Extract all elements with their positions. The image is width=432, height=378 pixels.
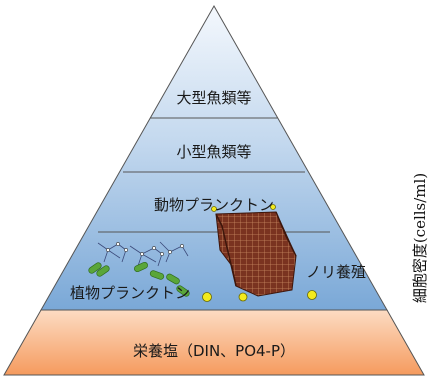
nori-farming-illustration: [202, 204, 317, 302]
diatom-cell: [149, 270, 165, 280]
nutrient-particle: [211, 206, 217, 212]
diatom-cell: [166, 273, 180, 285]
nutrient-particle: [238, 292, 248, 302]
diatom-cell: [88, 262, 102, 274]
pyramid-body: [3, 4, 425, 376]
nori-farming-label: ノリ養殖: [306, 263, 366, 281]
nutrient-particle: [202, 292, 212, 302]
diatom-cell: [134, 261, 148, 273]
nutrient-particle: [307, 290, 317, 300]
level-label-phytoplankton: 植物プランクトン: [70, 284, 190, 302]
diatom-cell: [176, 285, 190, 297]
pyramid-base-tier: [3, 309, 425, 376]
level-label-nutrients: 栄養塩（DIN、PO4-P）: [133, 342, 295, 360]
level-label-large-fish: 大型魚類等: [176, 89, 251, 107]
cell-density-axis-label: 細胞密度(cells/ml): [411, 173, 429, 303]
nutrient-particle: [270, 204, 276, 210]
diatom-cell: [96, 265, 110, 277]
level-label-small-fish: 小型魚類等: [176, 143, 251, 161]
level-label-zooplankton: 動物プランクトン: [154, 196, 274, 214]
phytoplankton-illustration: [88, 241, 190, 297]
